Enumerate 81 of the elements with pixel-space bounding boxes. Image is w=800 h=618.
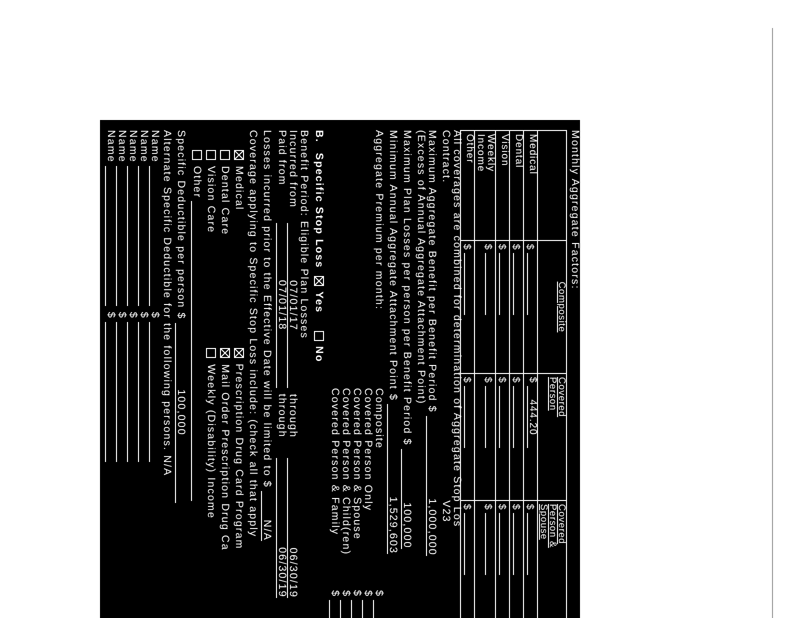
option-label: Dental Care xyxy=(219,166,230,236)
currency-sign: $ xyxy=(496,504,507,510)
option-label: Covered Person & Child(ren) xyxy=(340,388,351,556)
row-label: Medical xyxy=(527,134,537,177)
form-text: Name xyxy=(105,130,116,163)
fill-in-line: 100,000 xyxy=(401,448,412,549)
fill-in-line: 07/01/17 xyxy=(287,223,298,388)
form-text: Name xyxy=(127,130,138,163)
option-label: Mail Order Prescription Drug Ca xyxy=(219,364,230,551)
form-text: Paid from xyxy=(276,130,287,186)
option-label: Covered Person Only xyxy=(362,388,373,512)
form-text: Losses incurred prior to the Effective Date will be limited to $ xyxy=(261,130,272,488)
column-header: Covered Person xyxy=(548,377,566,420)
fill-in-line: 07/01/18 xyxy=(276,222,287,388)
fill-in-line: 1,000,000 xyxy=(426,416,437,556)
currency-sign: $ xyxy=(340,590,351,598)
currency-sign: $ xyxy=(510,244,521,250)
section-heading: Monthly Aggregate Factors: xyxy=(569,130,580,290)
form-text: Minimum Annual Aggregate Attachment Point $ xyxy=(387,130,398,402)
option-label: Covered Person & Spouse xyxy=(351,388,362,540)
currency-sign: $ xyxy=(496,244,507,250)
option-label: Covered Person & Family xyxy=(329,388,340,536)
fill-in-line: 06/30/19 xyxy=(276,458,287,598)
currency-sign: $ xyxy=(482,377,493,384)
row-label: Weekly Income xyxy=(475,134,495,174)
option-label: Vision Care xyxy=(205,166,216,234)
form-text: Coverage applying to Specific Stop Loss include: (check all that apply xyxy=(247,130,258,538)
currency-sign: $ xyxy=(149,312,160,319)
page-number: V23 xyxy=(440,500,451,523)
currency-sign: $ xyxy=(510,377,521,384)
option-label: Medical xyxy=(233,166,244,211)
currency-sign: $ xyxy=(116,312,127,319)
currency-sign: $ xyxy=(138,312,149,319)
column-header: Covered Person & Spouse xyxy=(539,504,566,550)
currency-sign: $ xyxy=(362,590,373,598)
form-text: Maximum Plan Losses per person per Benefit Period $ xyxy=(401,130,412,446)
currency-sign: $ xyxy=(482,504,493,510)
option-label: No xyxy=(313,346,324,363)
currency-sign: $ xyxy=(329,590,340,598)
column-header: Composite xyxy=(557,280,566,334)
row-label: Other xyxy=(464,134,474,166)
currency-sign: $ xyxy=(524,244,535,250)
fill-in-line: 100,000 xyxy=(175,322,186,503)
form-text: (Excess of Annual Aggregate Attachment Point) xyxy=(415,130,426,405)
option-label: Weekly (Disability) Income xyxy=(205,364,216,519)
fill-in-line: 06/30/19 xyxy=(287,458,298,598)
currency-sign: $ xyxy=(461,244,472,250)
form-text: Benefit Period: Eligible Plan Losses xyxy=(298,130,309,339)
section-heading: Specific Stop Loss xyxy=(313,152,324,268)
row-label: Dental xyxy=(513,134,523,170)
option-label: Other xyxy=(191,166,202,198)
currency-sign: $ xyxy=(373,590,384,598)
form-text: Name xyxy=(138,130,149,163)
form-text: Specific Deductible per person $ xyxy=(175,130,186,320)
form-text: through xyxy=(287,394,298,438)
option-label: Yes xyxy=(313,291,324,314)
currency-sign: $ xyxy=(510,504,521,510)
form-text: Name xyxy=(116,130,127,163)
currency-sign: $ xyxy=(461,504,472,510)
fill-in-line: 1,529,603 xyxy=(387,404,398,554)
option-label: Prescription Drug Card Program xyxy=(233,364,244,550)
currency-sign: $ xyxy=(496,377,507,384)
fill-in-line: 444.20 xyxy=(527,386,537,448)
currency-sign: $ xyxy=(461,377,472,384)
form-text: Maximum Aggregate Benefit per Benefit Period $ xyxy=(426,130,437,413)
currency-sign: $ xyxy=(524,504,535,510)
form-text: through xyxy=(276,394,287,438)
form-text: Incurred from xyxy=(287,130,298,208)
currency-sign: $ xyxy=(482,244,493,250)
currency-sign: $ xyxy=(527,377,538,384)
currency-sign: $ xyxy=(351,590,362,597)
form-text: Alternate Specific Deductible for the following persons. N/A xyxy=(161,130,172,476)
form-text: Contract. xyxy=(440,130,451,184)
currency-sign: $ xyxy=(127,312,138,319)
currency-sign: $ xyxy=(105,312,116,319)
row-label: Vision xyxy=(499,134,509,168)
form-text: Name xyxy=(149,130,160,163)
fill-in-line: N/A xyxy=(261,490,272,541)
option-label: Composite xyxy=(373,388,384,450)
section-heading: B. xyxy=(313,130,324,143)
form-text: Aggregate Premium per month: xyxy=(373,130,384,310)
